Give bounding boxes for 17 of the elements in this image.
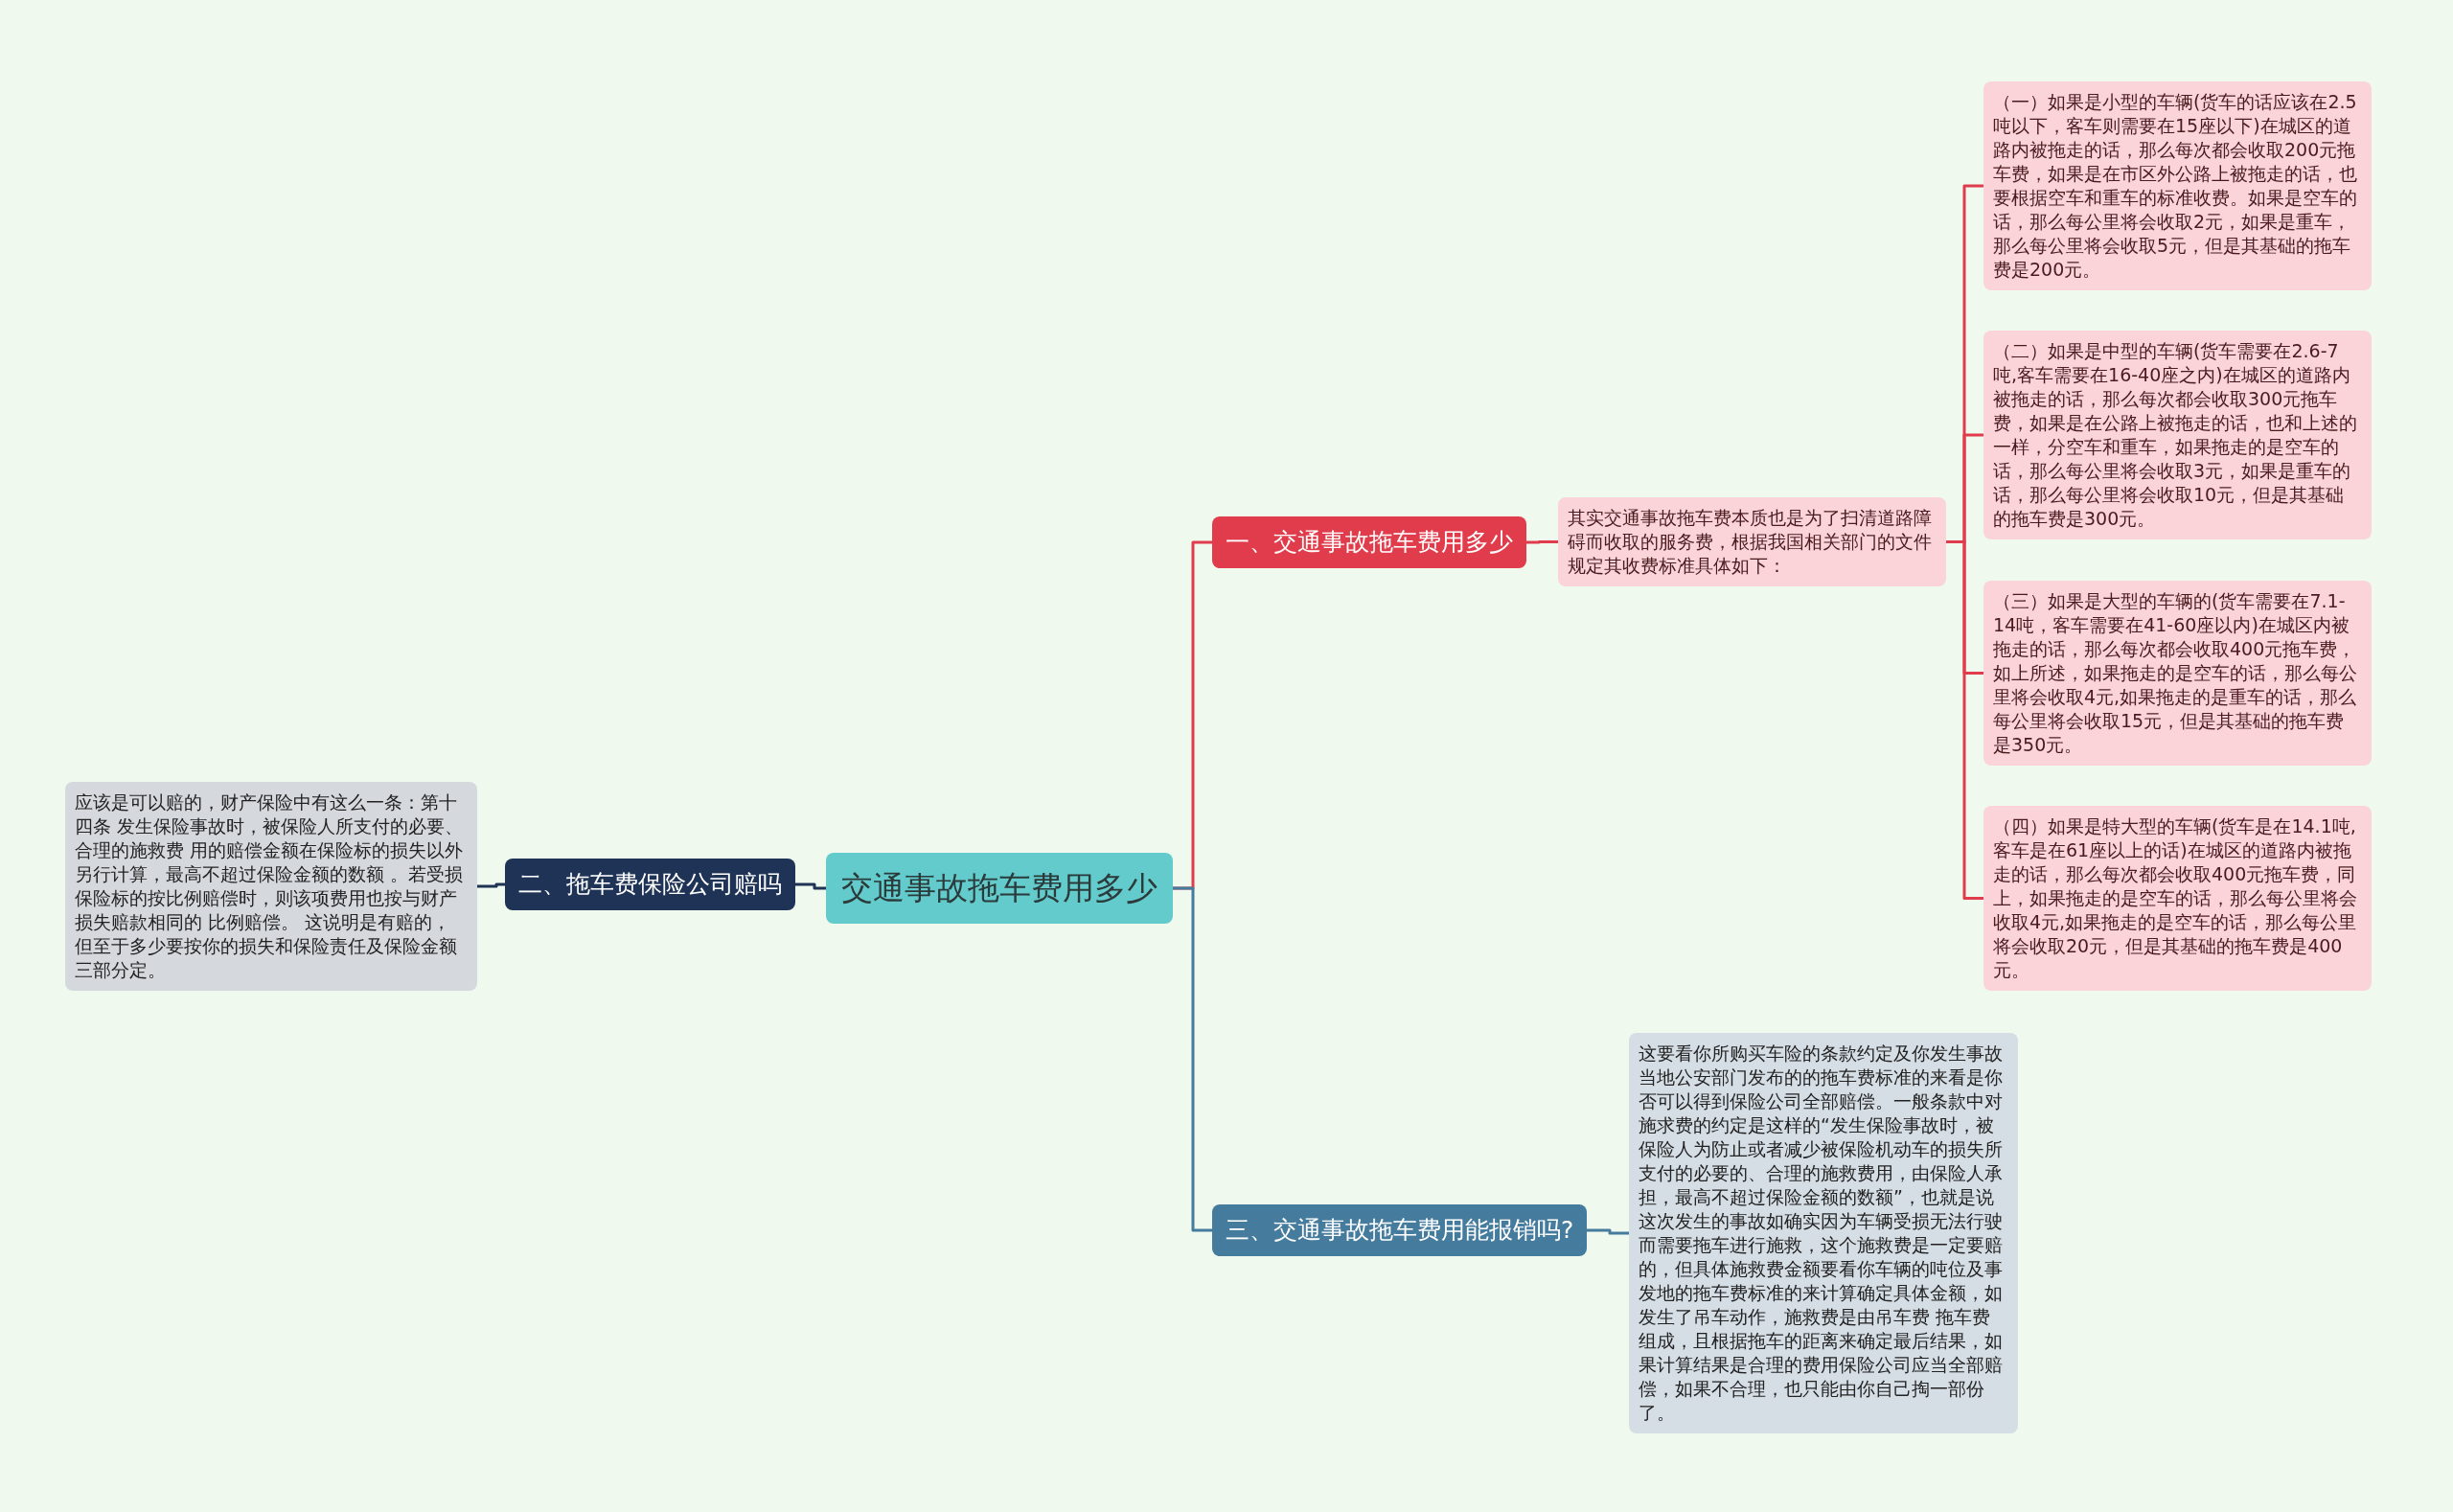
connector-line <box>1946 540 1983 900</box>
branch-topic-box: 一、交通事故拖车费用多少 <box>1212 516 1526 568</box>
connector-line <box>1587 1228 1629 1235</box>
connector-line <box>795 882 826 890</box>
central-topic-box: 交通事故拖车费用多少 <box>826 853 1173 924</box>
text-box: （二）如果是中型的车辆(货车需要在2.6-7吨,客车需要在16-40座之内)在城区的道路内被拖走的话，那么每次都会收取300元拖车费，如果是在公路上被拖走的话，也和上述的一样，分空车和重车，如果拖走的是空车的话，那么每公里将会收取3元，如果是重车的话，那么每公里将会收取10元，但是其基础的拖车费是300元。 <box>1983 331 2372 539</box>
branch-topic-box: 二、拖车费保险公司赔吗 <box>505 859 795 910</box>
text-box: 应该是可以赔的，财产保险中有这么一条：第十四条 发生保险事故时，被保险人所支付的必要、合理的施救费 用的赔偿金额在保险标的损失以外另行计算，最高不超过保险金额的数额 。若受损保险标的按比例赔偿时，则该项费用也按与财产损失赔款相同的 比例赔偿。 这说明是有赔的，但至于多少要按你的损失和保险责任及保险金额三部分定。 <box>65 782 477 991</box>
connector-line <box>477 882 505 888</box>
connector-line <box>1173 886 1212 1232</box>
text-box: （四）如果是特大型的车辆(货车是在14.1吨,客车是在61座以上的话)在城区的道路内被拖走的话，那么每次都会收取400元拖车费，同上，如果拖走的是空车的话，那么每公里将会收取4元,如果拖走的是空车的话，那么每公里将会收取20元，但是其基础的拖车费是400元。 <box>1983 806 2372 991</box>
text-box: （一）如果是小型的车辆(货车的话应该在2.5吨以下，客车则需要在15座以下)在城区的道路内被拖走的话，那么每次都会收取200元拖车费，如果是在市区外公路上被拖走的话，也要根据空车和重车的标准收费。如果是空车的话，那么每公里将会收取2元，如果是重车，那么每公里将会收取5元，但是其基础的拖车费是200元。 <box>1983 81 2372 290</box>
text-box: 其实交通事故拖车费本质也是为了扫清道路障碍而收取的服务费，根据我国相关部门的文件规定其收费标准具体如下： <box>1558 497 1946 586</box>
text-box: 这要看你所购买车险的条款约定及你发生事故当地公安部门发布的的拖车费标准的来看是你否可以得到保险公司全部赔偿。一般条款中对施求费的约定是这样的“发生保险事故时，被保险人为防止或者减少被保险机动车的损失所支付的必要的、合理的施救费用，由保险人承担，最高不超过保险金额的数额”，也就是说这次发生的事故如确实因为车辆受损无法行驶而需要拖车进行施救，这个施救费是一定要赔的，但具体施救费金额要看你车辆的吨位及事发地的拖车费标准的来计算确定具体金额，如发生了吊车动作，施救费是由吊车费 拖车费组成，且根据拖车的距离来确定最后结果，如果计算结果是合理的费用保险公司应当全部赔偿，如果不合理，也只能由你自己掏一部份了。 <box>1629 1033 2018 1433</box>
text-box: （三）如果是大型的车辆的(货车需要在7.1-14吨，客车需要在41-60座以内)在城区内被拖走的话，那么每次都会收取400元拖车费，如上所述，如果拖走的是空车的话，那么每公里将会收取4元,如果拖走的是重车的话，那么每公里将会收取15元，但是其基础的拖车费是350元。 <box>1983 581 2372 766</box>
connector-line <box>1526 540 1558 544</box>
branch-topic-box: 三、交通事故拖车费用能报销吗? <box>1212 1204 1588 1256</box>
